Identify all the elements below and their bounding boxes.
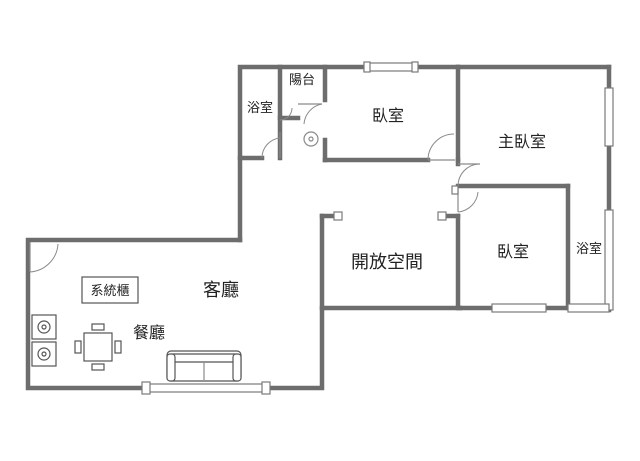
window-icon	[604, 209, 614, 311]
window-icon	[363, 62, 417, 72]
room-label-bedroom-right: 臥室	[497, 242, 529, 261]
door-swing-icon	[303, 103, 323, 125]
dining-table-icon	[74, 323, 122, 371]
door-swing-icon	[457, 191, 479, 213]
room-label-living-room: 客廳	[203, 280, 239, 301]
door-swing-icon	[427, 133, 455, 161]
stove-icon	[31, 341, 57, 367]
door-swing-icon	[261, 137, 281, 159]
room-label-bath-small: 浴室	[247, 100, 273, 116]
room-label-bedroom-top: 臥室	[372, 106, 404, 125]
furniture	[31, 276, 242, 382]
exterior-walls	[25, 64, 612, 391]
system-cabinet	[81, 276, 139, 304]
room-label-balcony: 陽台	[289, 73, 315, 88]
windows	[141, 61, 614, 395]
door-swing-icon	[457, 163, 479, 187]
window-icon	[567, 303, 610, 313]
room-label-bath-right: 浴室	[576, 241, 602, 257]
stove-icon	[31, 314, 57, 340]
room-label-master-bedroom: 主臥室	[498, 132, 546, 151]
sofa-icon	[166, 350, 242, 382]
room-label-system-cabinet: 系統櫃	[90, 284, 129, 299]
window-icon	[604, 87, 614, 147]
window-icon	[144, 383, 268, 393]
room-label-dining-room: 餐廳	[133, 323, 165, 342]
doors	[29, 103, 480, 273]
window-icon	[491, 303, 547, 313]
room-labels: 浴室 陽台 臥室 主臥室 開放空間 臥室 浴室 客廳 餐廳 系統櫃	[90, 73, 602, 342]
door-swing-icon	[29, 243, 59, 273]
room-label-open-space: 開放空間	[351, 252, 423, 273]
